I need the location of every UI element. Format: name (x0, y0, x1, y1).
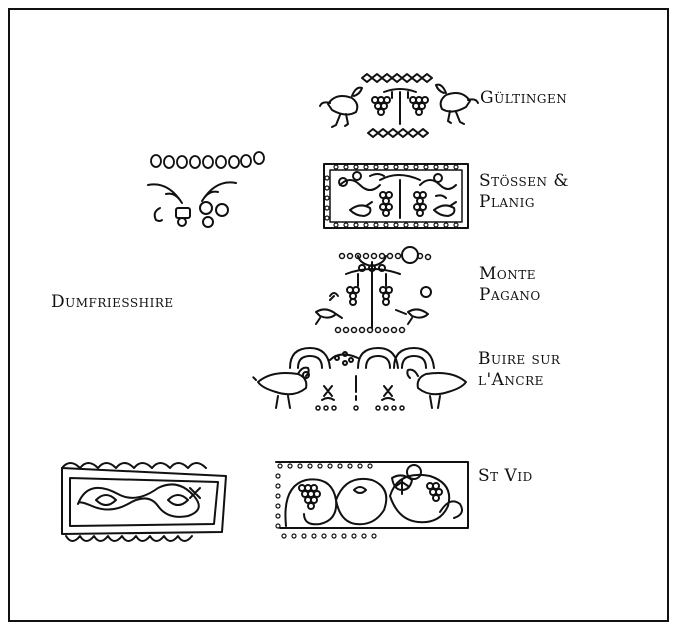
label-monte-line2: Pagano (479, 285, 541, 305)
st-vid-frame (275, 461, 469, 529)
gultingen-ornament (319, 73, 479, 138)
label-stossen-line1: Stössen & (479, 171, 570, 191)
label-monte-pagano: Monte Pagano (479, 266, 541, 304)
buire-motifs (321, 375, 395, 401)
label-st-vid-text: St Vid (478, 466, 533, 486)
label-st-vid: St Vid (478, 468, 533, 485)
stossen-ornament (323, 163, 469, 229)
monte-grapes (346, 286, 393, 306)
dumfriesshire-panel (61, 462, 227, 542)
dumfriesshire-fragment (147, 151, 265, 228)
monte-tree (345, 255, 401, 329)
label-monte-line1: Monte (479, 264, 537, 284)
dumfriesshire-circles (150, 151, 265, 169)
dumfriesshire-arches (147, 181, 237, 204)
buire-dots (315, 405, 405, 411)
gultingen-top-chain (361, 73, 433, 83)
label-gultingen: Gültingen (480, 90, 567, 107)
label-stossen-line2: Planig (479, 192, 535, 212)
monte-birds (315, 295, 429, 325)
gultingen-tree (383, 88, 417, 125)
label-dumfriesshire: Dumfriesshire (51, 294, 174, 311)
dumfriesshire-panel-arcs (61, 462, 207, 469)
st-vid-leaf (391, 474, 413, 495)
buire-ornament (252, 347, 467, 411)
label-buire-line2: l'Ancre (478, 370, 544, 390)
stossen-dot-border (324, 164, 459, 228)
st-vid-dot-border (275, 463, 377, 539)
gultingen-grapes-left (371, 96, 391, 116)
monte-pagano-ornament (315, 246, 432, 334)
gultingen-left-bird (319, 86, 363, 128)
label-stossen-planig: Stössen & Planig (479, 173, 569, 211)
gultingen-grapes-right (409, 96, 429, 116)
monte-base-dots (334, 326, 406, 334)
label-buire-line1: Buire sur (478, 349, 561, 369)
buire-right-bird (406, 368, 467, 409)
stossen-frame (323, 163, 469, 229)
st-vid-ornament (275, 461, 469, 539)
dumfriesshire-panel-frame (61, 467, 227, 535)
gultingen-right-bird (435, 83, 479, 125)
stossen-birds (349, 173, 457, 217)
stossen-vine (339, 174, 457, 219)
label-gultingen-text: Gültingen (480, 88, 568, 108)
stossen-grapes (379, 191, 427, 217)
monte-dot-row (338, 252, 432, 261)
st-vid-grapes (298, 482, 443, 510)
label-dumfriesshire-text: Dumfriesshire (51, 292, 174, 312)
buire-arches (289, 347, 435, 369)
buire-left-bird (252, 366, 310, 409)
dumfriesshire-panel-scallops (65, 535, 193, 542)
gultingen-bottom-chain (367, 128, 429, 138)
label-buire-sur-lancre: Buire sur l'Ancre (478, 351, 560, 389)
st-vid-scrolls (284, 474, 463, 527)
dumfriesshire-panel-knots (77, 483, 201, 518)
